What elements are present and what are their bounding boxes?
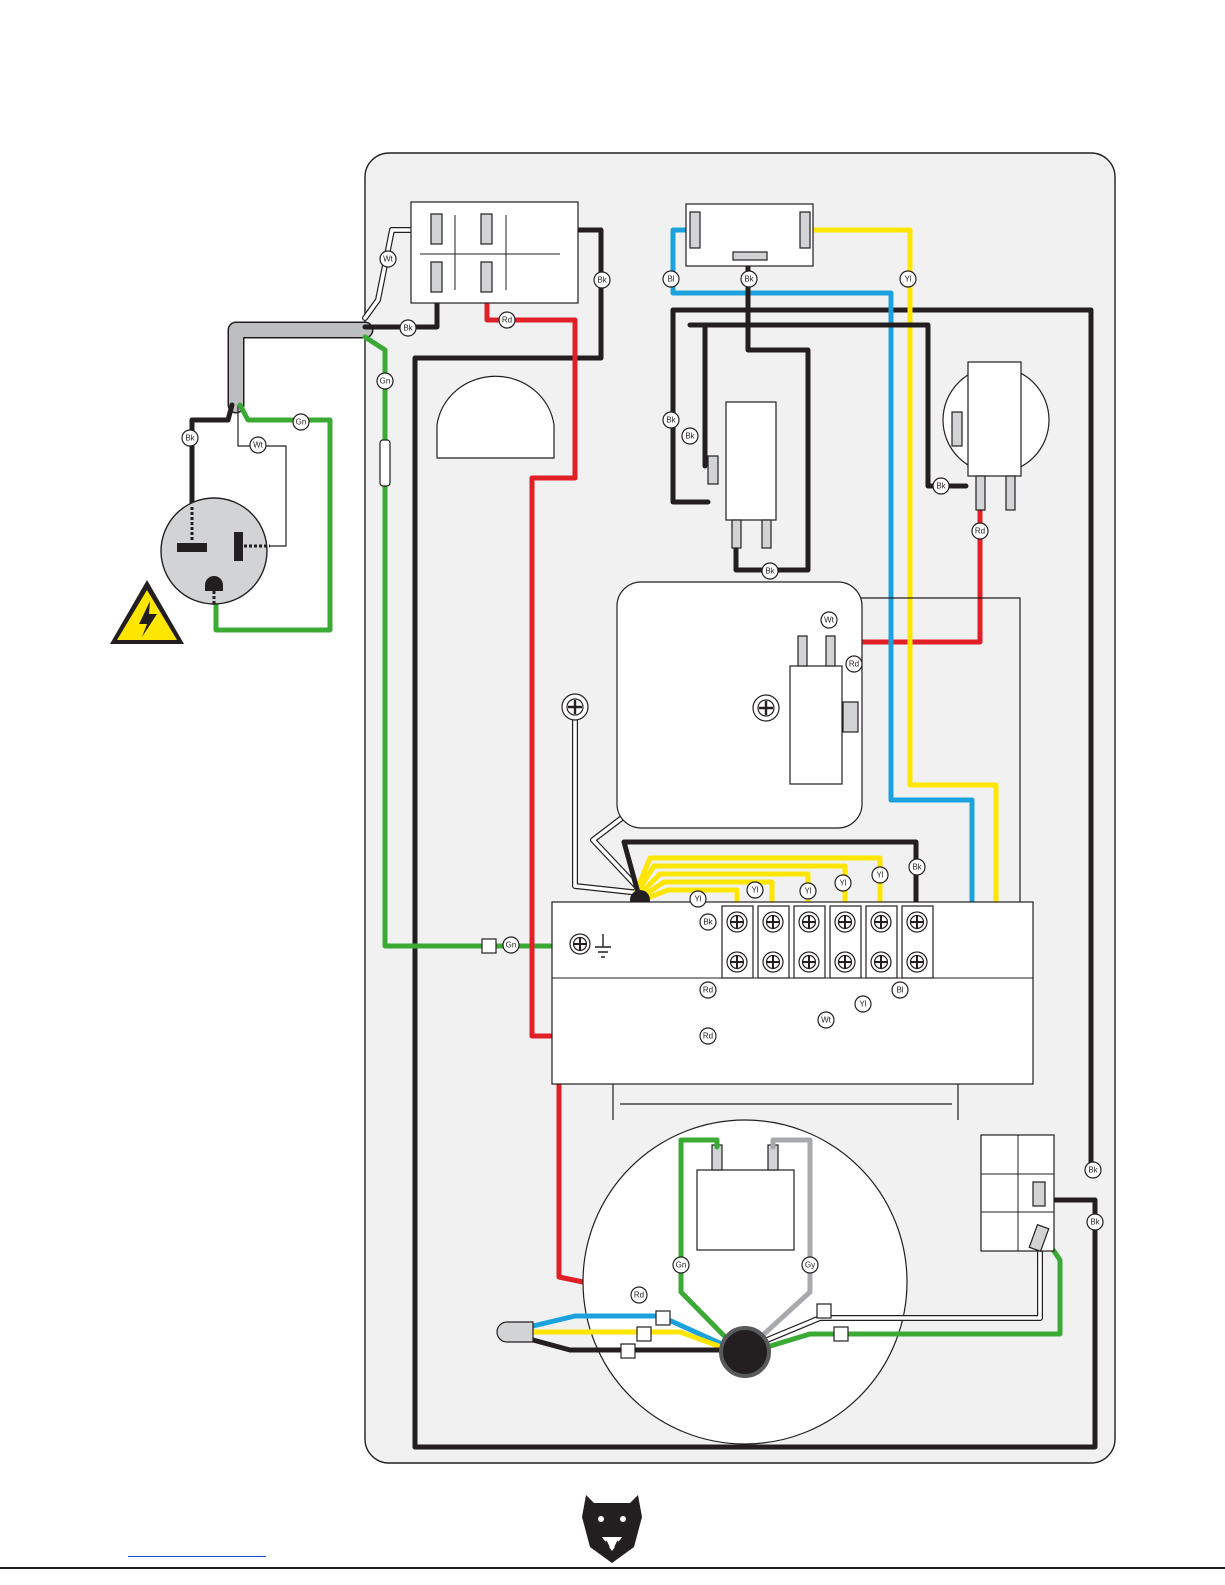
wire-tag-wt: Wt bbox=[818, 1012, 834, 1028]
wire-tag-wt: Wt bbox=[821, 612, 837, 628]
electrical-hazard-icon bbox=[110, 580, 184, 644]
wire-tag-wt: Wt bbox=[250, 437, 266, 453]
wire-tag-label: Yl bbox=[876, 871, 883, 880]
wire-tag-gn: Gn bbox=[377, 373, 393, 389]
wire-tag-gn: Gn bbox=[503, 937, 519, 953]
wire-tag-label: Yl bbox=[694, 895, 701, 904]
wire-tag-label: Yl bbox=[804, 887, 811, 896]
wire-tag-label: Bk bbox=[936, 482, 946, 491]
wire-tag-yl: Yl bbox=[690, 891, 706, 907]
wire-tag-label: Yl bbox=[859, 1000, 866, 1009]
wire-tag-label: Bk bbox=[765, 567, 775, 576]
wire-tag-label: Bk bbox=[1090, 1218, 1100, 1227]
wire-tag-label: Bk bbox=[685, 432, 695, 441]
motor-wire-entry bbox=[721, 1328, 769, 1376]
wire-tag-label: Rd bbox=[502, 316, 512, 325]
wire-tag-label: Yl bbox=[751, 886, 758, 895]
wire-tag-label: Gn bbox=[676, 1261, 687, 1270]
wire-tag-rd: Rd bbox=[700, 1028, 716, 1044]
wire-tag-yl: Yl bbox=[872, 867, 888, 883]
wire-tag-label: Bk bbox=[403, 324, 413, 333]
wire-tag-bk: Bk bbox=[741, 271, 757, 287]
wire-tag-wt: Wt bbox=[380, 251, 396, 267]
wire-tag-label: Rd bbox=[634, 1291, 644, 1300]
plug-black-wire bbox=[192, 405, 232, 506]
motor-housing bbox=[583, 1120, 907, 1444]
wire-tag-yl: Yl bbox=[900, 271, 916, 287]
wire-tag-yl: Yl bbox=[747, 882, 763, 898]
ground-screw-right-icon bbox=[753, 695, 779, 721]
wire-tag-bk: Bk bbox=[933, 478, 949, 494]
wire-tag-label: Bl bbox=[667, 275, 674, 284]
wire-tag-label: Rd bbox=[849, 660, 859, 669]
wire-tag-label: Bl bbox=[896, 986, 903, 995]
wire-tag-label: Gy bbox=[805, 1261, 815, 1270]
wire-tag-bl: Bl bbox=[663, 271, 679, 287]
wire-tag-label: Yl bbox=[839, 879, 846, 888]
wire-tag-rd: Rd bbox=[846, 656, 862, 672]
wire-tag-rd: Rd bbox=[700, 982, 716, 998]
wire-tag-bk: Bk bbox=[182, 430, 198, 446]
wire-tag-gy: Gy bbox=[802, 1257, 818, 1273]
bear-head-logo bbox=[582, 1495, 642, 1563]
wire-tag-yl: Yl bbox=[800, 883, 816, 899]
wire-tag-label: Bk bbox=[912, 863, 922, 872]
wire-tag-label: Wt bbox=[821, 1016, 832, 1025]
wire-tag-label: Bk bbox=[744, 275, 754, 284]
wire-tag-bl: Bl bbox=[892, 982, 908, 998]
wire-tag-label: Bk bbox=[666, 416, 676, 425]
wire-tag-label: Bk bbox=[703, 918, 713, 927]
limit-switch bbox=[981, 1135, 1054, 1251]
wire-tag-label: Rd bbox=[975, 527, 985, 536]
wire-tag-rd: Rd bbox=[499, 312, 515, 328]
wire-tag-label: Wt bbox=[383, 255, 394, 264]
power-cord bbox=[236, 330, 365, 405]
wire-tag-label: Gn bbox=[296, 418, 307, 427]
wire-tag-bk: Bk bbox=[594, 272, 610, 288]
nema-outlet bbox=[161, 498, 270, 604]
wire-tag-label: Bk bbox=[597, 276, 607, 285]
wire-tag-label: Bk bbox=[185, 434, 195, 443]
wire-tag-yl: Yl bbox=[835, 875, 851, 891]
wire-tag-gn: Gn bbox=[293, 414, 309, 430]
wire-tag-bk: Bk bbox=[700, 914, 716, 930]
wire-tag-bk: Bk bbox=[682, 428, 698, 444]
wire-tag-label: Wt bbox=[824, 616, 835, 625]
power-switch bbox=[411, 202, 578, 303]
wire-tag-label: Rd bbox=[703, 986, 713, 995]
wire-tag-gn: Gn bbox=[673, 1257, 689, 1273]
wire-tag-label: Wt bbox=[253, 441, 264, 450]
wire-tag-yl: Yl bbox=[855, 996, 871, 1012]
wire-tag-rd: Rd bbox=[972, 523, 988, 539]
wire-tag-bk: Bk bbox=[909, 859, 925, 875]
ground-screw-left-icon bbox=[562, 694, 588, 720]
footer-rule bbox=[0, 1567, 1225, 1569]
wire-tag-label: Gn bbox=[380, 377, 391, 386]
wire-tag-label: Bk bbox=[1088, 1166, 1098, 1175]
start-relay bbox=[686, 204, 813, 266]
wire-tag-bk: Bk bbox=[400, 320, 416, 336]
wire-tag-label: Gn bbox=[506, 941, 517, 950]
ground-terminal-icon bbox=[570, 934, 590, 954]
wire-tag-rd: Rd bbox=[631, 1287, 647, 1303]
inline-fuse bbox=[380, 440, 390, 486]
footer-link-underline[interactable] bbox=[128, 1556, 266, 1557]
wire-tag-label: Yl bbox=[904, 275, 911, 284]
wire-tag-bk: Bk bbox=[1085, 1162, 1101, 1178]
wire-tag-label: Rd bbox=[703, 1032, 713, 1041]
wire-tag-bk: Bk bbox=[1087, 1214, 1103, 1230]
wire-tag-bk: Bk bbox=[663, 412, 679, 428]
wire-tag-bk: Bk bbox=[762, 563, 778, 579]
motor-probe bbox=[497, 1322, 533, 1342]
